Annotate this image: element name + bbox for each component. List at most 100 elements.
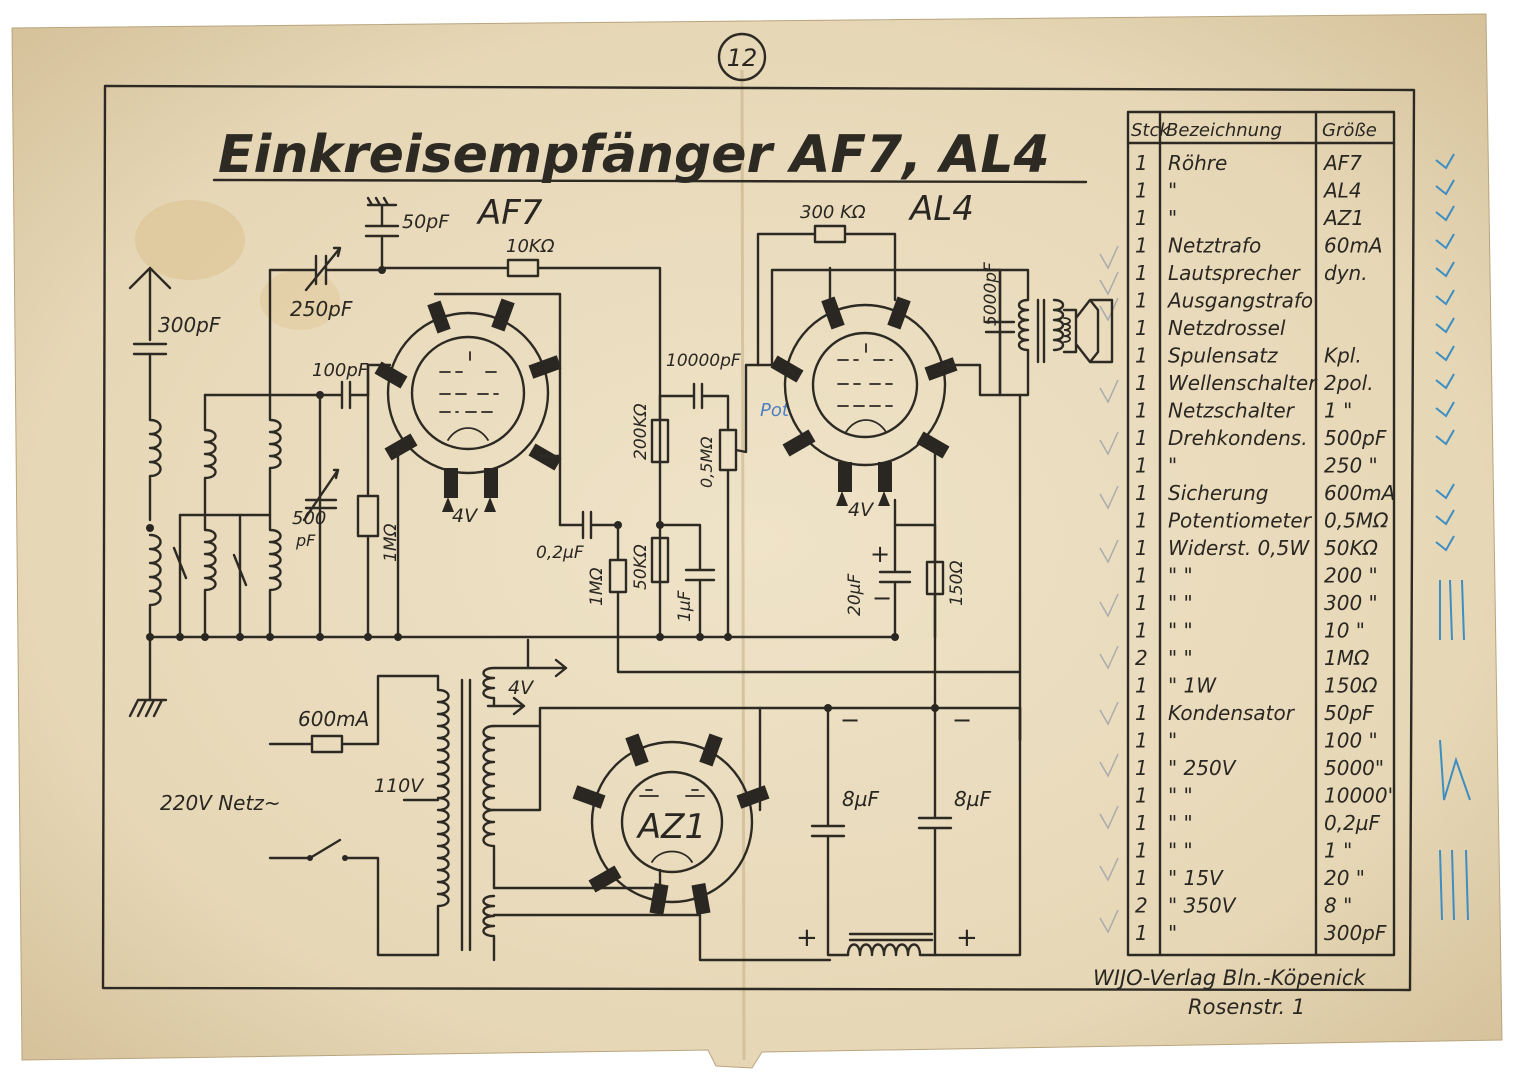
table-cell-qty: 1 (1135, 866, 1148, 890)
table-cell-qty: 1 (1135, 289, 1148, 313)
table-cell-name: Netztrafo (1168, 234, 1261, 258)
label-c-af7-out: 10000pF (666, 351, 741, 371)
table-cell-size: AL4 (1322, 179, 1362, 203)
stain (135, 200, 245, 280)
table-cell-qty: 2 (1135, 894, 1148, 918)
label-al4: AL4 (908, 189, 974, 229)
table-cell-qty: 2 (1135, 646, 1148, 670)
table-cell-qty: 1 (1135, 784, 1148, 808)
table-cell-name: " " (1168, 564, 1193, 588)
table-cell-size: 60mA (1324, 234, 1383, 258)
table-cell-name: Ausgangstrafo (1166, 289, 1313, 313)
table-cell-name: " (1168, 921, 1177, 945)
table-cell-qty: 1 (1135, 509, 1148, 533)
table-cell-size: 20 " (1324, 866, 1365, 890)
capacitor-0-2uf (558, 510, 620, 540)
switch-2 (232, 513, 248, 639)
table-cell-qty: 1 (1135, 729, 1148, 753)
resistor-10k (380, 258, 662, 639)
label-c-trim: 500 (292, 508, 326, 529)
table-cell-qty: 1 (1135, 564, 1148, 588)
label-fuse: 600mA (298, 707, 369, 731)
table-cell-name: Netzschalter (1168, 399, 1296, 423)
tube-af7 (374, 298, 562, 512)
label-minus-20uf: − (872, 584, 892, 612)
table-cell-qty: 1 (1135, 756, 1148, 780)
table-cell-qty: 1 (1135, 536, 1148, 560)
switch-1 (172, 513, 188, 639)
table-cell-qty: 1 (1135, 399, 1148, 423)
table-cell-name: " 250V (1168, 756, 1237, 780)
page-number-circle (717, 32, 767, 82)
table-cell-name: " (1168, 729, 1177, 753)
tube-az1 (572, 733, 770, 915)
table-cell-qty: 1 (1135, 701, 1148, 725)
table-cell-size: 200 " (1324, 564, 1378, 588)
table-cell-size: 500pF (1324, 426, 1387, 450)
table-cell-qty: 1 (1135, 261, 1148, 285)
heater-winding (482, 638, 568, 708)
label-c-20uf: 20µF (845, 574, 865, 616)
label-c-grid: 100pF (312, 360, 369, 381)
table-cell-qty: 1 (1135, 619, 1148, 643)
label-af7: AF7 (476, 193, 543, 233)
table-cell-name: Potentiometer (1168, 509, 1313, 533)
table-cell-name: " " (1168, 619, 1193, 643)
trimmer-capacitor (302, 468, 340, 522)
table-cell-size: 1 " (1324, 399, 1352, 423)
tube-al4 (770, 296, 958, 506)
title-underline (212, 178, 1088, 184)
label-c-antenna: 300pF (158, 313, 221, 337)
label-plus-1: + (796, 923, 818, 953)
page-number: 12 (727, 44, 758, 72)
table-cell-name: " (1168, 454, 1177, 478)
table-cell-size: AZ1 (1322, 206, 1364, 230)
label-c-1uf: 1µF (675, 590, 695, 622)
table-cell-size: 8 " (1324, 894, 1352, 918)
label-heater-af7: 4V (452, 505, 479, 527)
label-c-trim-unit: pF (295, 531, 316, 550)
transformer-primary (436, 674, 450, 957)
table-cell-size: 0,5MΩ (1324, 509, 1389, 533)
coil-3 (268, 268, 282, 639)
table-cell-size: 2pol. (1324, 371, 1374, 395)
table-cell-size: Kpl. (1324, 344, 1362, 368)
table-cell-size: dyn. (1324, 261, 1368, 285)
table-cell-qty: 1 (1135, 234, 1148, 258)
label-plus-2: + (956, 923, 978, 953)
table-cell-name: " " (1168, 784, 1193, 808)
label-tap-110: 110V (374, 775, 425, 797)
title: Einkreisempfänger AF7, AL4 (218, 125, 1050, 185)
label-c-grid-top: 50pF (402, 211, 450, 233)
label-r-al4-fb: 300 KΩ (800, 202, 866, 223)
frame (101, 84, 1416, 992)
resistor-200k (650, 394, 670, 464)
capacitor-5000pf (946, 268, 1016, 397)
choke (846, 932, 937, 957)
coil-2 (203, 393, 217, 639)
antenna-coil (148, 418, 162, 702)
hv-winding-1 (482, 724, 496, 890)
label-pot: 0,5MΩ (697, 436, 716, 488)
label-az1: AZ1 (636, 807, 706, 847)
table-cell-qty: 1 (1135, 426, 1148, 450)
resistor-50k (650, 536, 670, 584)
table-cell-name: " 350V (1168, 894, 1237, 918)
table-cell-size: 10000" (1324, 784, 1397, 808)
resistor-300k (756, 224, 897, 367)
table-cell-name: " " (1168, 811, 1193, 835)
table-cell-qty: 1 (1135, 316, 1148, 340)
table-cell-size: 100 " (1324, 729, 1378, 753)
capacitor-1uf (658, 523, 716, 639)
label-mains: 220V Netz~ (160, 791, 281, 815)
capacitor-20uf (878, 498, 912, 639)
table-cell-size: 5000" (1324, 756, 1384, 780)
table-cell-qty: 1 (1135, 344, 1148, 368)
table-header-cell: Stck (1131, 120, 1171, 141)
table-cell-size: 150Ω (1324, 674, 1378, 698)
resistor-1m-b (608, 523, 1022, 742)
antenna (128, 266, 172, 422)
table-cell-name: Netzdrossel (1168, 316, 1286, 340)
